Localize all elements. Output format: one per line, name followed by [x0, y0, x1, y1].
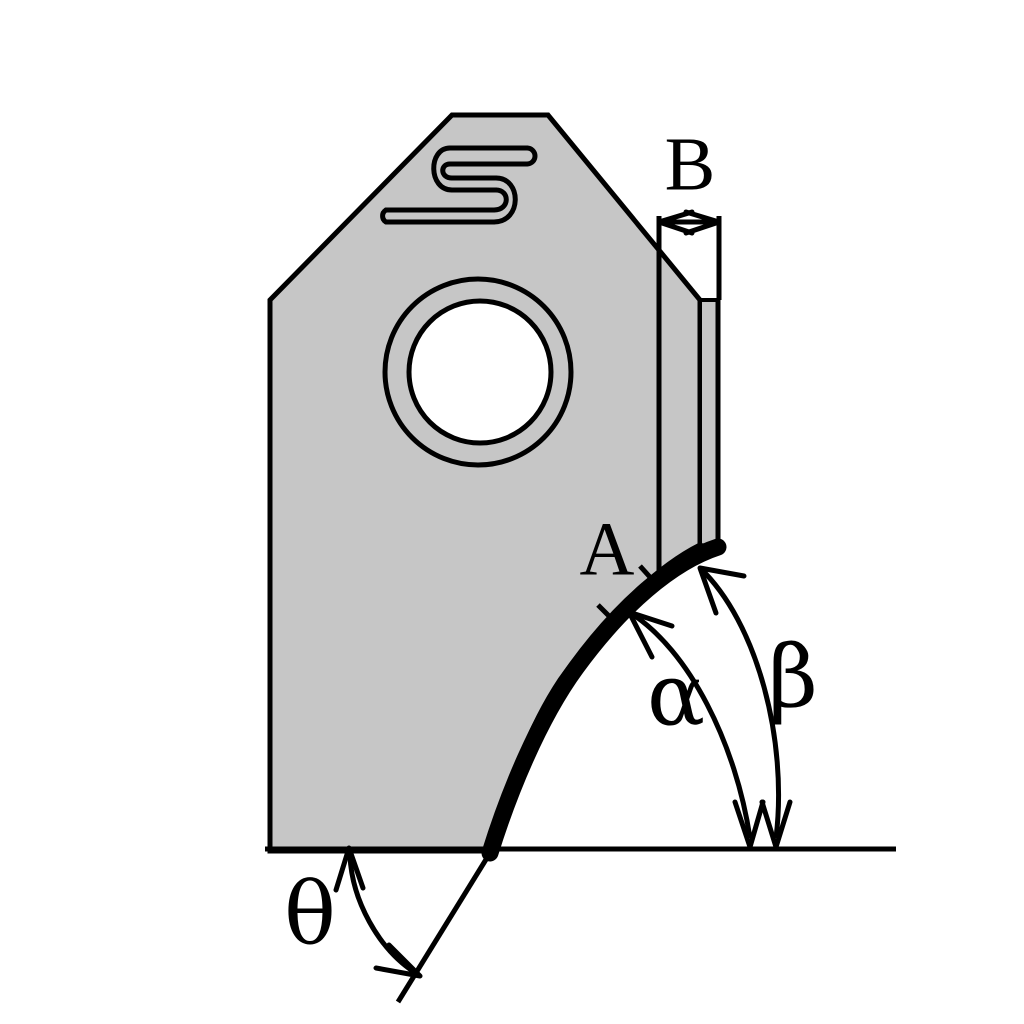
- label-angle-theta: θ: [284, 865, 336, 965]
- center-hole-inner-circle: [406, 298, 554, 446]
- label-dimension-a: A: [580, 507, 635, 591]
- s-logo-icon: [380, 145, 538, 225]
- s-logo-middle-bar: [449, 175, 499, 193]
- s-logo-upper-curl: [431, 145, 455, 193]
- s-logo-lower-bar: [383, 207, 497, 225]
- tangent-leader-line: [395, 851, 493, 1004]
- theta-arrowhead-upper: [333, 845, 366, 893]
- theta-angle-group: [333, 845, 423, 979]
- center-hole-group: [382, 276, 574, 468]
- s-logo-lower-curl: [491, 175, 518, 225]
- label-angle-beta: β: [768, 628, 818, 728]
- b-dimension-group: [656, 209, 722, 580]
- s-logo-upper-bar: [447, 145, 530, 167]
- s-logo-upper-curl-inner: [440, 161, 455, 181]
- beta-arc: [698, 566, 781, 839]
- alpha-arrowhead-lower: [732, 799, 766, 850]
- insert-thickness-face: [698, 298, 720, 550]
- a-tick-upper: [638, 564, 660, 588]
- theta-arrowhead-lower: [373, 942, 423, 979]
- a-dimension-group: [596, 564, 660, 627]
- beta-angle-group: [697, 565, 793, 850]
- label-dimension-b: B: [665, 122, 716, 206]
- theta-arc: [347, 855, 416, 975]
- beta-arrowhead-upper: [697, 565, 747, 616]
- beta-arrowhead-lower: [759, 799, 793, 850]
- b-arrowhead-right: [683, 209, 722, 236]
- s-logo-upper-bar-cap-right: [524, 145, 538, 167]
- label-angle-alpha: α: [647, 646, 705, 746]
- s-logo-lower-bar-cap-left: [380, 207, 389, 225]
- alpha-arrowhead-upper: [626, 609, 675, 660]
- alpha-arc: [627, 609, 753, 839]
- alpha-angle-group: [626, 609, 766, 850]
- insert-thickness-face-group: [698, 298, 721, 550]
- cutting-edge-group: [481, 538, 727, 862]
- s-logo-lower-curl-inner: [491, 187, 509, 213]
- insert-body-group: [267, 112, 703, 854]
- a-tick-lower: [596, 603, 620, 627]
- cutting-edge-curve: [481, 538, 727, 862]
- insert-body-shape: [267, 112, 703, 854]
